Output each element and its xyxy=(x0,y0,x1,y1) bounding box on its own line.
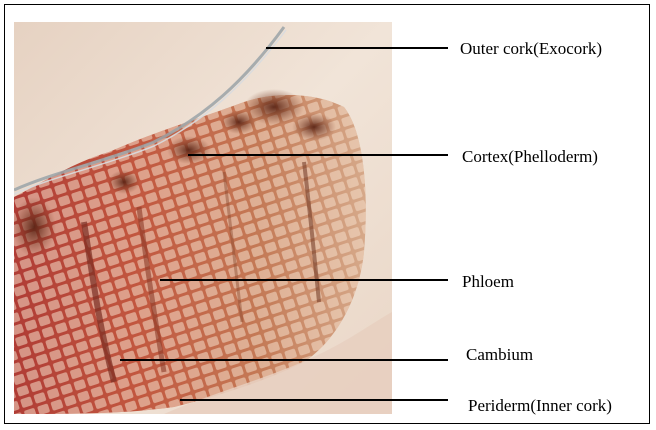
label-outer-cork: Outer cork(Exocork) xyxy=(460,40,602,57)
micrograph-image xyxy=(14,22,392,414)
label-periderm: Periderm(Inner cork) xyxy=(468,397,612,414)
label-cortex: Cortex(Phelloderm) xyxy=(462,148,598,165)
label-phloem: Phloem xyxy=(462,273,514,290)
label-cambium: Cambium xyxy=(466,346,533,363)
